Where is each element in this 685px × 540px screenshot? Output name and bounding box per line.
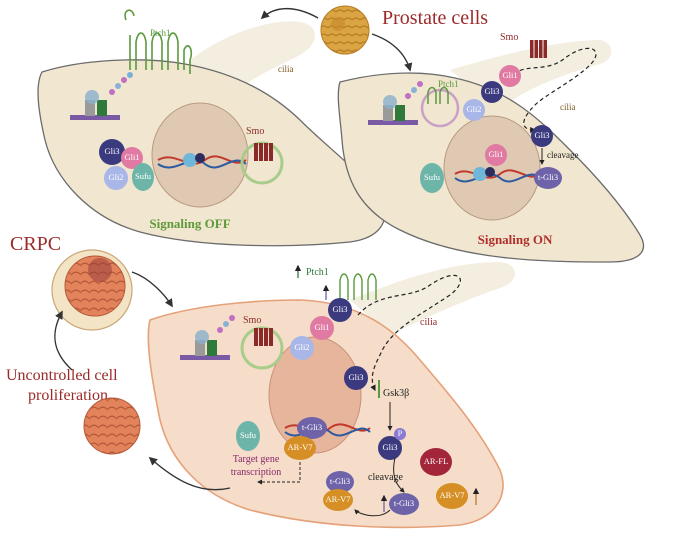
ar-v7-nuclear-protein: [284, 436, 316, 460]
gli3-protein: [531, 125, 553, 147]
gli3-cytoplasm-protein: [344, 366, 368, 390]
svg-text:Sufu: Sufu: [240, 430, 257, 440]
svg-text:Gli1: Gli1: [314, 322, 329, 332]
cilium-crpc: [350, 262, 515, 335]
signaling-off-label: Signaling OFF: [149, 216, 230, 231]
cilia-label-crpc: cilia: [420, 317, 438, 328]
crpc-title: CRPC: [10, 233, 61, 255]
t-gli3-cleaved-protein: [389, 493, 419, 515]
gli-complex-off: Gli3 Gli1 Gli2 Sufu: [99, 139, 154, 191]
gli1-protein: [310, 316, 334, 340]
svg-text:t-Gli3: t-Gli3: [394, 498, 414, 508]
ptch1-label-on: Ptch1: [438, 79, 459, 89]
smo-label-crpc: Smo: [243, 315, 261, 326]
cilia-label-off: cilia: [278, 64, 294, 74]
smo-receptor-off: [254, 143, 273, 161]
sufu-protein: [420, 163, 444, 193]
sufu-protein: [236, 421, 260, 451]
ar-fl-protein: [420, 448, 452, 476]
prostate-tissue: [320, 5, 370, 55]
cleavage-label-on: cleavage: [547, 150, 578, 160]
phosphate-marker: [394, 428, 406, 440]
ptch1-label-crpc: Ptch1: [306, 267, 329, 278]
gli1-nuclear-protein: [485, 144, 507, 166]
ptch1-label-off: Ptch1: [150, 28, 171, 38]
svg-text:Gli2: Gli2: [108, 172, 123, 182]
gli2-protein: [290, 336, 314, 360]
cell-crpc: Smo Ptch1 cilia Gli1 Gli3 Gli2 Gli3 Gsk3…: [147, 262, 515, 529]
dna-strand-on: [454, 169, 541, 179]
ptch1-receptor-off: [129, 32, 193, 74]
arrow-prostate-to-off: [260, 7, 319, 20]
svg-text:Gli2: Gli2: [466, 104, 481, 114]
arrow-prostate-to-on: [371, 33, 413, 72]
gli3-protein: [481, 81, 503, 103]
svg-text:Gli3: Gli3: [332, 304, 347, 314]
transcription-complex-off: [183, 153, 197, 167]
smo-receptor-crpc: [254, 328, 273, 346]
phospho-gli3-protein: [378, 436, 402, 460]
t-gli3-cytoplasm-protein: [326, 471, 354, 493]
gli2-protein: [463, 99, 485, 121]
svg-text:AR-V7: AR-V7: [439, 490, 464, 500]
ptch1-receptor-on: [427, 86, 449, 104]
uncontrolled-label-1: Uncontrolled cell: [6, 367, 118, 384]
svg-text:Gli1: Gli1: [488, 149, 503, 159]
gsk3b-label: Gsk3β: [383, 388, 409, 399]
svg-text:Gli3: Gli3: [348, 372, 363, 382]
gli2-protein: [104, 166, 128, 190]
target-gene-label-1: Target gene: [233, 454, 280, 465]
prostate-cells-title: Prostate cells: [382, 7, 488, 29]
svg-text:t-Gli3: t-Gli3: [538, 172, 558, 182]
smo-label-off: Smo: [246, 126, 264, 137]
target-gene-label-2: transcription: [231, 467, 282, 478]
cilia-label-on: cilia: [560, 102, 576, 112]
svg-text:Gli1: Gli1: [502, 70, 517, 80]
svg-text:AR-FL: AR-FL: [424, 456, 449, 466]
sufu-protein: [132, 163, 154, 191]
signaling-on-label: Signaling ON: [478, 232, 553, 247]
gene-block-crpc: [180, 315, 235, 360]
arrow-transcription-to-proliferation: [148, 456, 231, 491]
crpc-tumor: [51, 249, 133, 331]
svg-text:t-Gli3: t-Gli3: [302, 422, 322, 432]
svg-text:Sufu: Sufu: [135, 171, 152, 181]
svg-text:Gli3: Gli3: [104, 146, 119, 156]
gli3-protein: [99, 139, 125, 165]
gsk3b-marker: [378, 380, 380, 398]
proliferating-cells: [83, 397, 141, 455]
arrow-proliferation-to-crpc: [54, 310, 73, 371]
gli1-protein: [499, 65, 521, 87]
gene-block-on: [368, 81, 423, 125]
svg-text:Gli2: Gli2: [294, 342, 309, 352]
cell-signaling-off: Ptch1 Smo cilia Gli3 Gli1 Gli2 Sufu Sign…: [37, 9, 386, 247]
gli1-protein: [121, 147, 143, 169]
smo-label-on: Smo: [500, 32, 518, 43]
gene-block-off: [70, 72, 133, 120]
cleavage-label-crpc: cleavage: [368, 472, 404, 483]
svg-text:Gli3: Gli3: [534, 130, 549, 140]
uncontrolled-label-2: proliferation: [28, 387, 108, 404]
t-gli3-protein: [534, 167, 562, 189]
svg-text:AR-V7: AR-V7: [325, 494, 350, 504]
svg-text:Gli1: Gli1: [124, 152, 139, 162]
arrow-crpc-to-cell: [131, 271, 173, 308]
smo-receptor-on: [530, 40, 547, 58]
svg-text:P: P: [398, 428, 403, 438]
ptch1-receptor-crpc: [339, 273, 377, 300]
cell-signaling-on: Ptch1 Smo cilia Gli1 Gli3 Gli2 Gli1 Sufu…: [337, 32, 645, 263]
ar-v7-protein: [436, 483, 468, 509]
svg-text:AR-V7: AR-V7: [287, 442, 312, 452]
t-gli3-nuclear-protein: [297, 417, 327, 439]
svg-text:Sufu: Sufu: [424, 172, 441, 182]
ar-v7-cytoplasm-protein: [323, 489, 353, 511]
svg-text:t-Gli3: t-Gli3: [330, 476, 350, 486]
svg-text:Gli3: Gli3: [484, 86, 499, 96]
gli3-protein: [328, 298, 352, 322]
cilium-transport-path-on: [509, 47, 597, 133]
svg-text:Gli3: Gli3: [382, 442, 397, 452]
